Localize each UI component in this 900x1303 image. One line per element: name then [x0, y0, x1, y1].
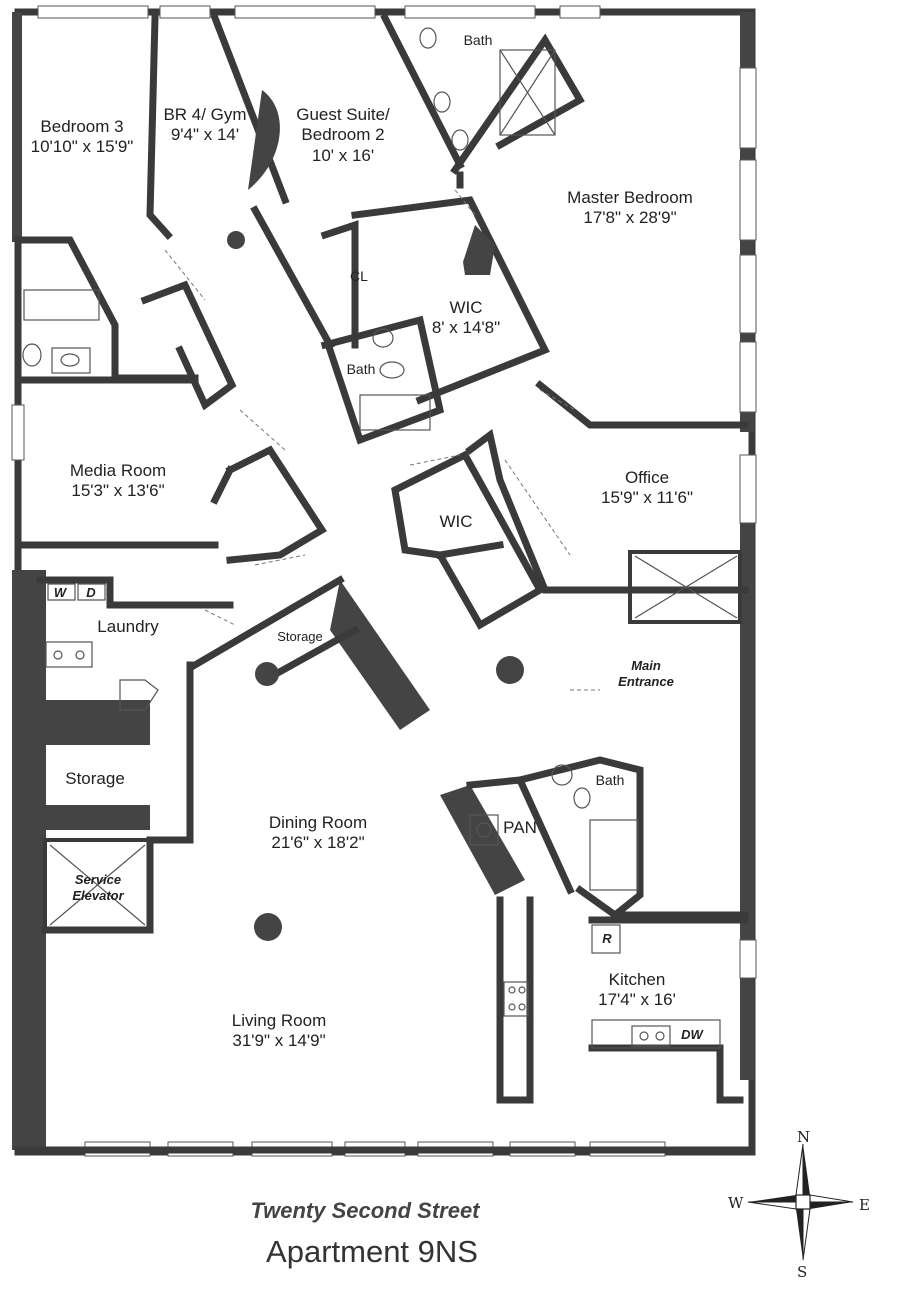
- label-storage-left: Storage: [65, 769, 125, 788]
- room-label-master-bedroom: Master Bedroom 17'8" x 28'9": [567, 188, 693, 228]
- compass-east-label: E: [859, 1196, 870, 1214]
- label-main-entrance: Main Entrance: [618, 658, 674, 689]
- room-label-media-room: Media Room 15'3" x 13'6": [69, 461, 167, 501]
- room-label-office: Office 15'9" x 11'6": [601, 468, 693, 508]
- label-bath-entry: Bath: [595, 772, 625, 788]
- compass-west-label: W: [728, 1194, 744, 1212]
- label-bath-top: Bath: [463, 32, 493, 48]
- room-label-dining-room: Dining Room 21'6" x 18'2": [268, 813, 368, 853]
- room-label-living-room: Living Room 31'9" x 14'9": [231, 1011, 327, 1051]
- street-name: Twenty Second Street: [250, 1198, 480, 1223]
- room-label-guest-suite: Guest Suite/ Bedroom 2 10' x 16': [296, 105, 390, 165]
- label-dryer: D: [86, 585, 96, 600]
- room-label-wic-master: WIC 8' x 14'8": [431, 298, 501, 338]
- fixtures: [22, 27, 671, 1047]
- label-closet: CL: [350, 268, 368, 284]
- label-service-elevator: Service Elevator: [72, 872, 124, 903]
- label-pantry: PAN: [503, 818, 537, 837]
- room-label-br4-gym: BR 4/ Gym 9'4" x 14': [163, 105, 247, 145]
- label-washer: W: [53, 585, 67, 600]
- room-label-bedroom-3: Bedroom 3 10'10" x 15'9": [30, 117, 134, 157]
- compass-south-label: S: [797, 1263, 808, 1281]
- label-refrigerator: R: [602, 931, 612, 946]
- interior-walls: [14, 13, 756, 1154]
- label-bath-guest: Bath: [346, 361, 376, 377]
- label-laundry: Laundry: [97, 617, 159, 636]
- compass-rose: [747, 1143, 854, 1261]
- label-storage-hall: Storage: [277, 629, 323, 644]
- room-label-kitchen: Kitchen 17'4" x 16': [598, 970, 676, 1010]
- label-wic-hall: WIC: [439, 512, 473, 531]
- label-dishwasher: DW: [681, 1027, 703, 1042]
- apartment-title: Apartment 9NS: [266, 1234, 478, 1269]
- compass-north-label: N: [797, 1128, 811, 1146]
